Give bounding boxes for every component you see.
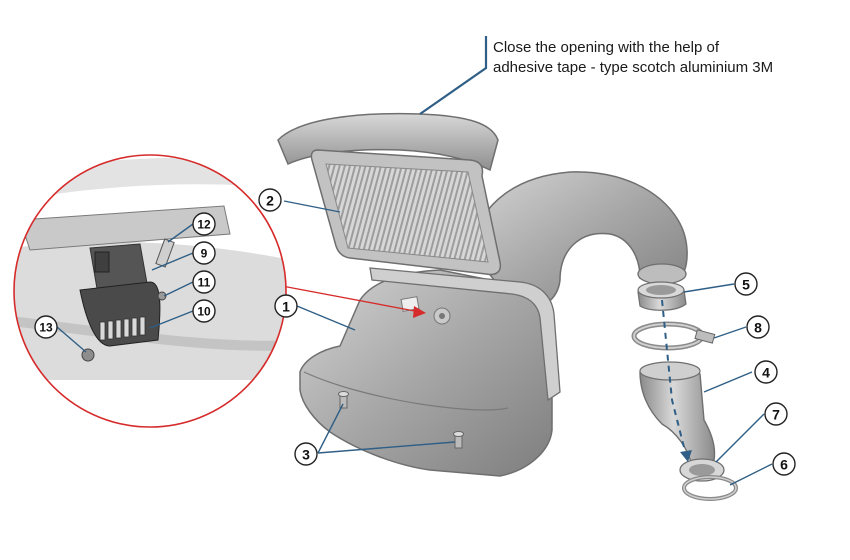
svg-text:11: 11 — [198, 276, 211, 290]
svg-text:4: 4 — [762, 365, 770, 381]
air-filter — [310, 149, 502, 276]
top-cover — [277, 112, 499, 172]
airbox-flange — [369, 267, 561, 402]
coupling-sleeve — [637, 281, 687, 311]
callout-13: 13 — [34, 315, 58, 339]
leader-6 — [729, 463, 773, 486]
screw-3a — [338, 391, 349, 409]
annotation-line-1: Close the opening with the help of — [493, 39, 719, 56]
detail-link-line — [281, 285, 421, 313]
leader-10 — [149, 310, 194, 329]
leader-9 — [151, 252, 194, 271]
annotation-line-2: adhesive tape - type scotch aluminium 3M — [493, 59, 774, 76]
svg-text:5: 5 — [742, 277, 750, 293]
callout-1: 1 — [274, 294, 298, 318]
svg-text:10: 10 — [197, 305, 211, 319]
callout-6: 6 — [772, 452, 796, 476]
leader-3a — [317, 403, 344, 454]
callout-12: 12 — [192, 212, 216, 236]
callout-3: 3 — [294, 442, 318, 466]
airbox-rim — [303, 371, 509, 411]
annotation-leader — [419, 36, 488, 115]
assembly-arrow-head — [680, 450, 692, 462]
callout-9: 9 — [192, 241, 216, 265]
leader-2 — [283, 200, 341, 213]
callout-11: 11 — [192, 270, 216, 294]
duct-outlet — [637, 263, 687, 285]
leader-8 — [713, 326, 747, 339]
assembly-direction-arrow — [661, 299, 687, 456]
callout-10: 10 — [192, 299, 216, 323]
leader-5 — [683, 283, 735, 293]
svg-text:13: 13 — [39, 321, 53, 335]
svg-text:9: 9 — [201, 247, 208, 261]
detail-view — [13, 154, 287, 428]
leader-11 — [163, 281, 194, 297]
svg-text:3: 3 — [302, 447, 310, 463]
leader-4 — [703, 371, 753, 393]
leader-13 — [56, 326, 87, 353]
svg-text:8: 8 — [754, 320, 762, 336]
svg-text:12: 12 — [197, 218, 211, 232]
intake-duct — [469, 171, 688, 313]
callout-4: 4 — [754, 360, 778, 384]
leader-1 — [296, 305, 356, 331]
annotation-text: Close the opening with the help of adhes… — [493, 38, 833, 78]
screw-3b — [453, 431, 464, 449]
callout-8: 8 — [746, 315, 770, 339]
callout-7: 7 — [764, 402, 788, 426]
callout-5: 5 — [734, 272, 758, 296]
callout-2: 2 — [258, 188, 282, 212]
hose-clamp-upper — [631, 321, 716, 351]
svg-text:1: 1 — [282, 299, 290, 315]
svg-text:6: 6 — [780, 457, 788, 473]
leader-12 — [167, 223, 194, 243]
leader-3b — [317, 441, 456, 454]
elbow-hose — [639, 365, 716, 467]
detail-link-arrow — [413, 306, 426, 318]
svg-text:2: 2 — [266, 193, 274, 209]
leader-7 — [715, 413, 765, 463]
airbox-housing — [299, 269, 553, 477]
svg-text:7: 7 — [772, 407, 780, 423]
hose-clamp-lower — [682, 475, 738, 501]
